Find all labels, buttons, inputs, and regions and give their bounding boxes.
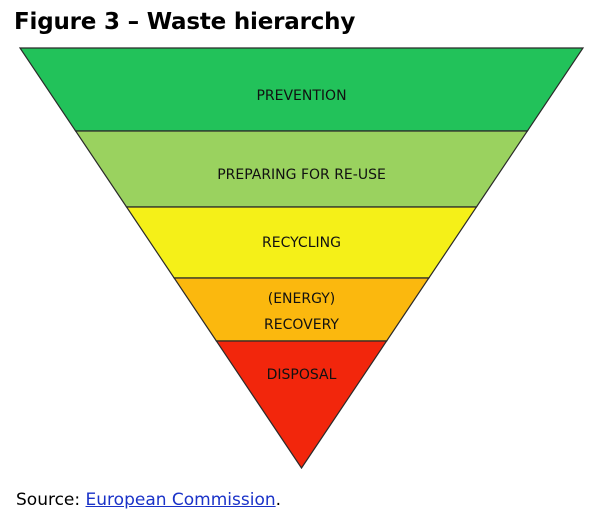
- hierarchy-label-prevention: PREVENTION: [256, 88, 346, 104]
- hierarchy-label-disposal: DISPOSAL: [267, 367, 337, 383]
- figure-title: Figure 3 – Waste hierarchy: [14, 9, 356, 35]
- source-line: Source: European Commission.: [16, 488, 281, 512]
- hierarchy-label-recovery: RECOVERY: [264, 317, 339, 333]
- hierarchy-label-energy: (ENERGY): [268, 291, 336, 307]
- hierarchy-label-preparing-for-re-use: PREPARING FOR RE-USE: [217, 167, 386, 183]
- source-link[interactable]: European Commission: [85, 490, 276, 510]
- hierarchy-label-recycling: RECYCLING: [262, 235, 341, 251]
- source-suffix: .: [275, 490, 282, 510]
- hierarchy-level-disposal: [215, 340, 388, 470]
- source-prefix: Source:: [16, 490, 86, 510]
